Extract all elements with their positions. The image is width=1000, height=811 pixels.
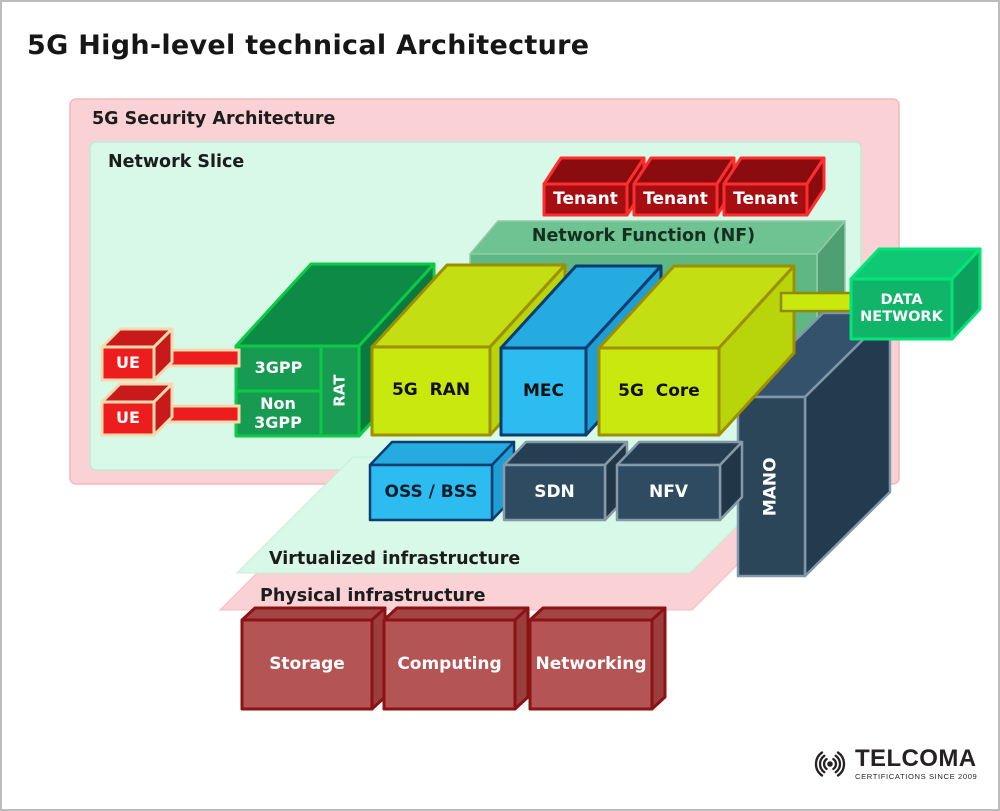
tenant-box-3 (722, 156, 826, 217)
networking-box (528, 606, 667, 711)
tenant-box-1 (542, 156, 646, 217)
sdn-box (502, 440, 629, 522)
ue-box-top (100, 327, 174, 382)
mano-box (736, 311, 892, 578)
telcoma-logo: TELCOMA CERTIFICATIONS SINCE 2009 (808, 746, 977, 782)
tenant-box-2 (632, 156, 736, 217)
core-to-datanetwork-connector (779, 291, 854, 313)
core-box (597, 264, 796, 437)
ue-box-bottom (100, 382, 174, 437)
oss-bss-box (368, 440, 516, 522)
storage-box (240, 606, 387, 711)
computing-box (382, 606, 530, 711)
logo-tagline: CERTIFICATIONS SINCE 2009 (855, 772, 978, 781)
logo-brand: TELCOMA (855, 745, 977, 772)
nfv-box (615, 440, 744, 522)
signal-icon (814, 751, 846, 777)
data-network-box (849, 247, 982, 341)
